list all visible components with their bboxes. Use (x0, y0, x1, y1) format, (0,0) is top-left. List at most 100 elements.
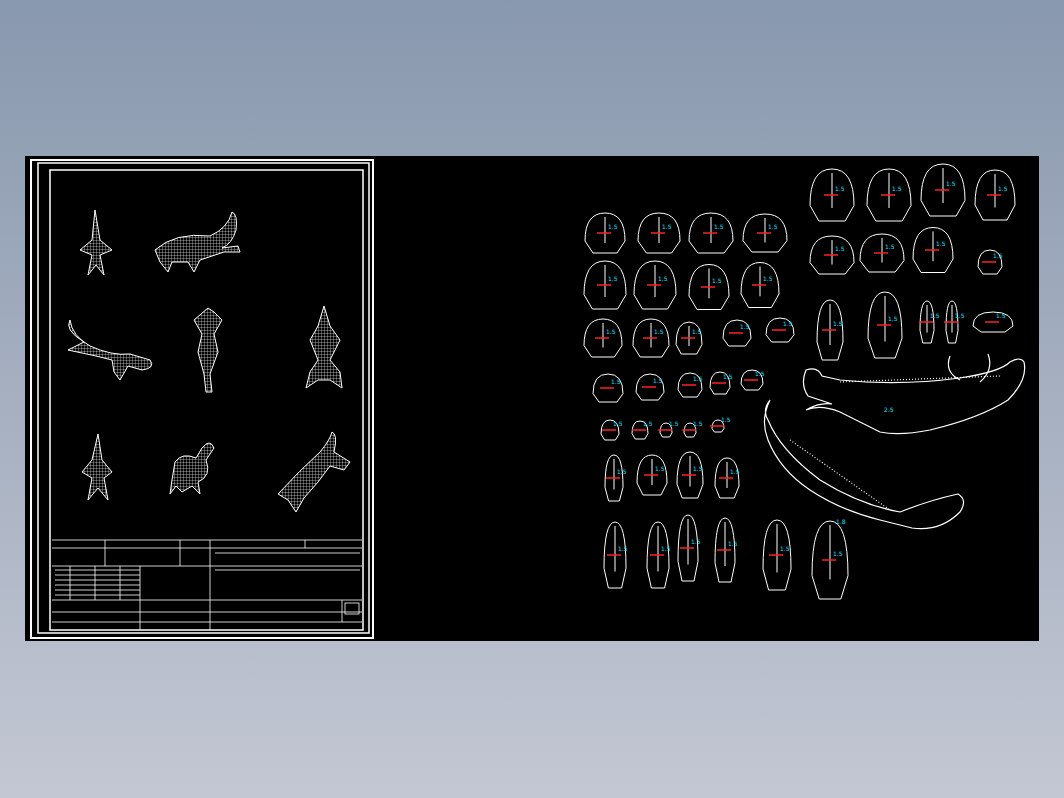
dimension-line (597, 284, 611, 286)
cut-piece (638, 213, 680, 253)
dimension-line (824, 194, 838, 196)
grain-line (615, 526, 616, 572)
cut-piece (868, 292, 902, 358)
dimension-line (712, 382, 726, 384)
dimension-label: 1.5 (693, 465, 703, 472)
dimension-line (874, 252, 888, 254)
cut-piece (812, 521, 848, 599)
grain-line (725, 522, 726, 566)
dimension-label: 1.5 (930, 312, 940, 319)
dimension-label: 1.5 (613, 420, 623, 427)
dimension-label: 1.5 (946, 180, 956, 187)
dimension-label: 1.5 (768, 223, 778, 230)
cut-piece (637, 455, 667, 495)
cut-piece (634, 261, 676, 309)
dimension-line (651, 232, 665, 234)
dimension-label: 1.5 (658, 275, 668, 282)
dimension-label: 2.5 (884, 406, 894, 413)
grain-line (830, 525, 831, 580)
dimension-label: 1.5 (996, 312, 1006, 319)
grain-line (882, 238, 883, 263)
cut-piece (920, 301, 934, 343)
dimension-label: 1.5 (833, 320, 843, 327)
dimension-line (682, 474, 696, 476)
grain-line (652, 459, 653, 485)
dimension-line (682, 429, 696, 431)
dimension-label: 1.5 (833, 550, 843, 557)
cut-piece (633, 319, 669, 357)
dimension-line (719, 477, 733, 479)
cut-piece (636, 374, 664, 400)
cut-piece (810, 236, 854, 274)
cut-piece (973, 312, 1013, 332)
dimension-line (729, 332, 743, 334)
cut-piece (978, 250, 1002, 274)
grain-line (952, 305, 953, 333)
dimension-label: 1.5 (763, 275, 773, 282)
cut-piece (913, 228, 953, 273)
dimension-line (985, 321, 999, 323)
cut-piece (585, 213, 625, 253)
grain-line (690, 456, 691, 487)
dimension-line (822, 559, 836, 561)
dimension-label: 1.5 (955, 312, 965, 319)
dimension-line (644, 474, 658, 476)
dimension-label: 1.5 (691, 538, 701, 545)
cut-piece (921, 164, 965, 216)
dimension-label: 1.5 (712, 277, 722, 284)
dimension-line (717, 549, 731, 551)
dimension-label: 1.5 (740, 323, 750, 330)
dimension-line (681, 337, 695, 339)
cut-piece (715, 518, 735, 582)
grain-line (614, 459, 615, 490)
dimension-line (710, 425, 724, 427)
cut-piece (584, 319, 622, 357)
dimension-line (987, 194, 1001, 196)
dimension-line (632, 429, 646, 431)
grain-line (709, 269, 710, 299)
grain-line (659, 217, 660, 243)
grain-line (605, 265, 606, 297)
grain-line (995, 174, 996, 208)
dimension-line (757, 232, 771, 234)
dimension-label: 1.5 (693, 375, 703, 382)
grain-line (933, 232, 934, 262)
dimension-line (658, 429, 672, 431)
dimension-line (597, 232, 611, 234)
dimension-line (772, 329, 786, 331)
cut-piece (678, 515, 698, 581)
dimension-line (701, 286, 715, 288)
dimension-label: 1.5 (835, 245, 845, 252)
dimension-line (822, 329, 836, 331)
dimension-label: 1.5 (617, 468, 627, 475)
dimension-label: 1.5 (835, 185, 845, 192)
dimension-label: 1.5 (936, 240, 946, 247)
dimension-label: 1.5 (728, 540, 738, 547)
cut-piece (763, 520, 791, 590)
dimension-label: 1.5 (783, 320, 793, 327)
cut-piece (975, 170, 1015, 220)
cut-piece (689, 213, 733, 253)
dimension-line (982, 261, 996, 263)
dimension-label: 1.5 (618, 545, 628, 552)
dimension-label: 1.5 (885, 243, 895, 250)
dimension-line (643, 337, 657, 339)
grain-line (603, 323, 604, 348)
cut-piece (593, 374, 623, 402)
dimension-label: 1.8 (836, 518, 846, 525)
grain-line (658, 526, 659, 572)
dimension-label: 1.5 (993, 252, 1003, 259)
dimension-label: 1.5 (721, 416, 731, 423)
dimension-label: 1.5 (606, 328, 616, 335)
dimension-line (650, 554, 664, 556)
dimension-label: 1.5 (608, 223, 618, 230)
dimension-line (919, 321, 933, 323)
grain-line (885, 296, 886, 342)
grain-line (711, 217, 712, 243)
dimension-line (881, 194, 895, 196)
grain-line (655, 265, 656, 297)
grain-line (605, 217, 606, 243)
grain-line (727, 462, 728, 488)
cut-piece (860, 234, 904, 272)
dimension-line (824, 254, 838, 256)
